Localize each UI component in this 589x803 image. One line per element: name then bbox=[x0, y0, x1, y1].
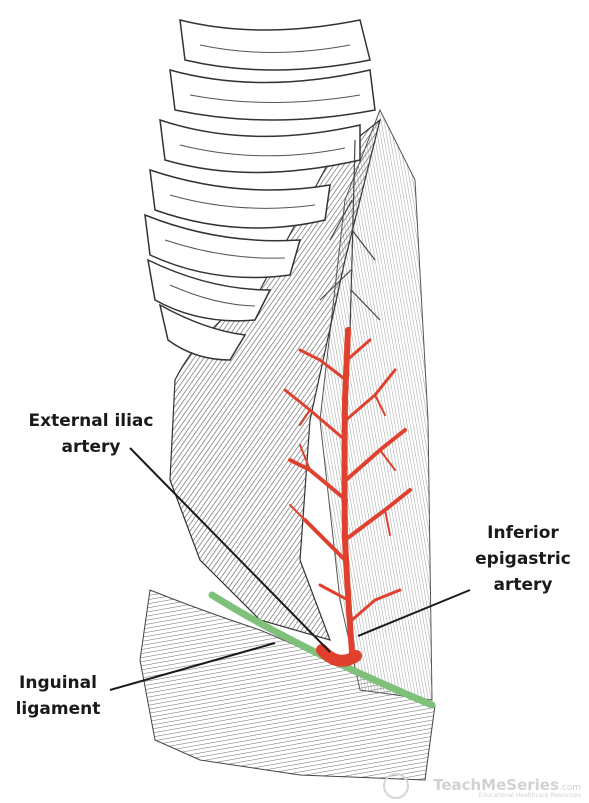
label-inguinal-line1: Inguinal bbox=[19, 673, 97, 693]
inferior-epigastric-artery bbox=[283, 327, 412, 655]
label-inferior-epigastric-line1: Inferior bbox=[487, 523, 559, 543]
label-inguinal-ligament: Inguinal ligament bbox=[8, 670, 108, 722]
label-inferior-epigastric-line3: artery bbox=[493, 575, 553, 595]
leader-inferior-epigastric bbox=[357, 589, 471, 637]
thigh-muscles bbox=[139, 589, 436, 781]
label-inguinal-line2: ligament bbox=[15, 699, 101, 719]
leader-inguinal bbox=[109, 642, 276, 691]
watermark-tagline: Educational Healthcare Resources bbox=[478, 792, 581, 799]
rib-cage bbox=[144, 19, 376, 361]
watermark-suffix: .com bbox=[558, 783, 581, 793]
watermark: TeachMeSeries.com Educational Healthcare… bbox=[433, 775, 581, 799]
rib-shading bbox=[164, 44, 361, 307]
inguinal-ligament bbox=[208, 591, 436, 709]
label-external-iliac-line2: artery bbox=[61, 437, 121, 457]
watermark-brand: TeachMeSeries bbox=[433, 776, 559, 794]
leader-external-iliac bbox=[129, 447, 331, 653]
watermark-logo-icon bbox=[383, 773, 409, 799]
leader-lines bbox=[109, 447, 471, 691]
external-iliac-artery bbox=[316, 644, 362, 667]
label-inferior-epigastric-line2: epigastric bbox=[475, 549, 571, 569]
label-external-iliac-line1: External iliac bbox=[28, 411, 154, 431]
superior-epigastric-vessels bbox=[319, 139, 381, 331]
label-external-iliac-artery: External iliac artery bbox=[16, 408, 166, 460]
label-inferior-epigastric-artery: Inferior epigastric artery bbox=[462, 520, 584, 598]
